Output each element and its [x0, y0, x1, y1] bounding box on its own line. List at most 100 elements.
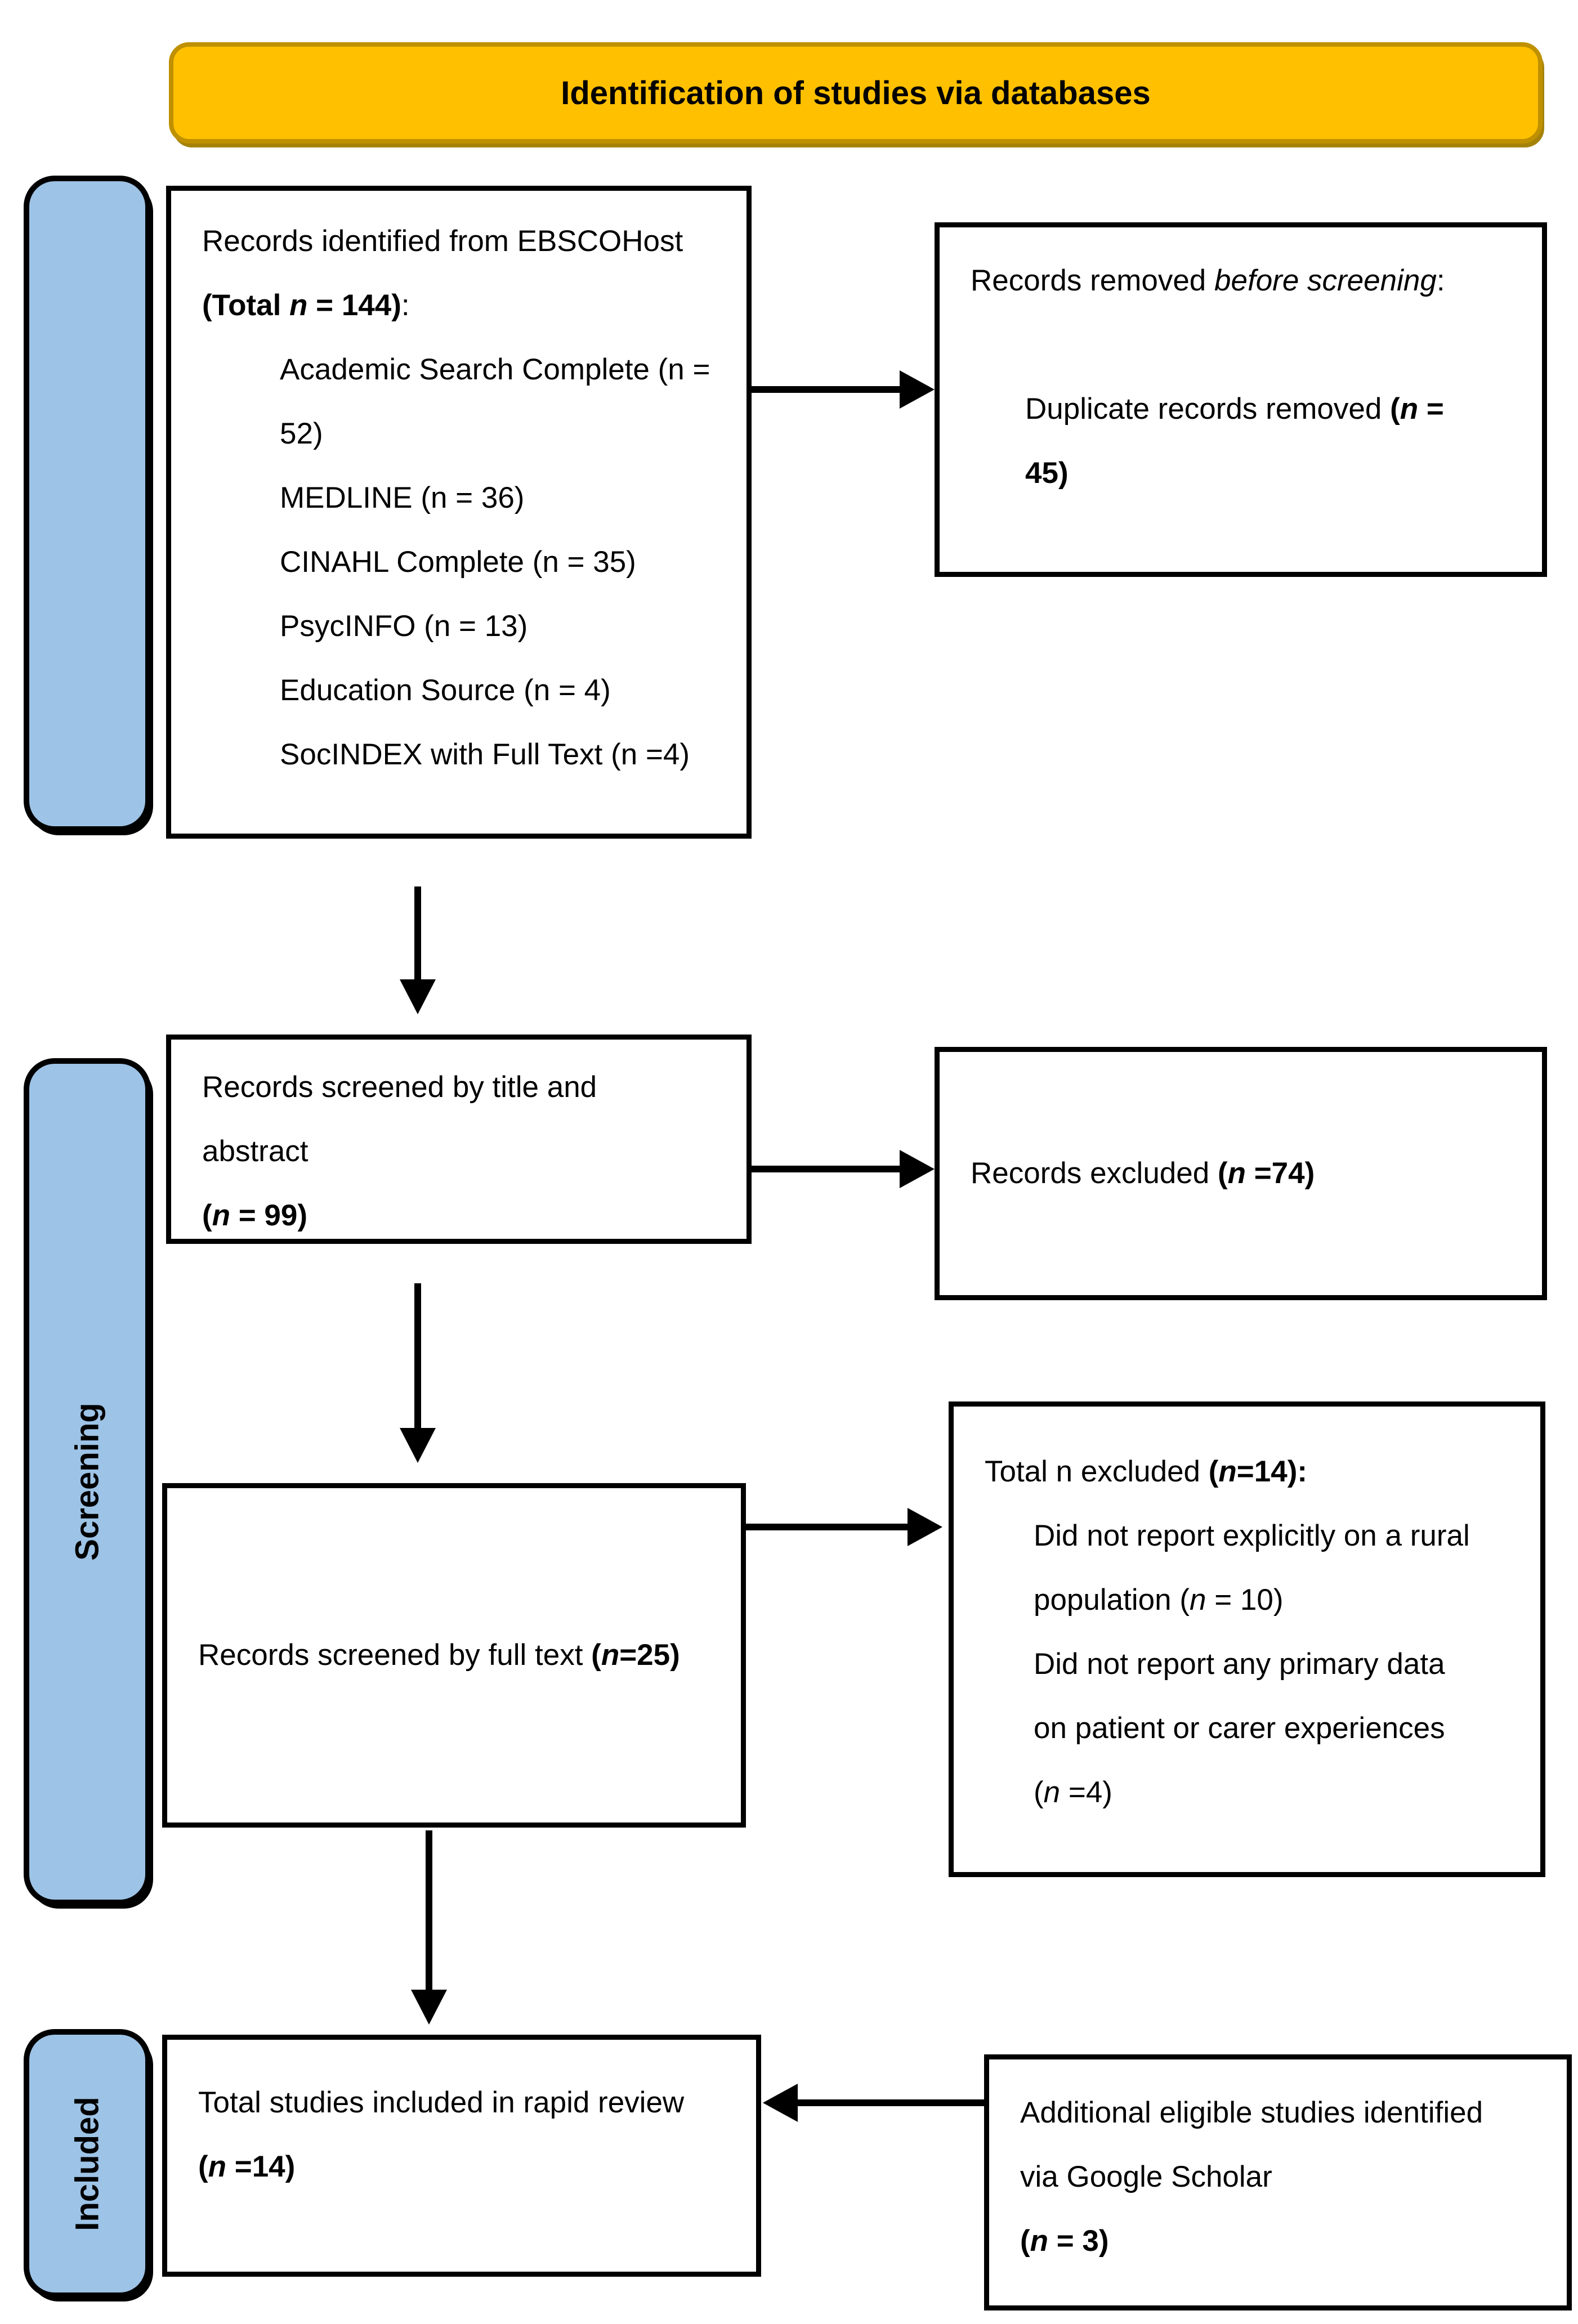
n-symbol: n [1043, 1776, 1061, 1809]
arrow-head [908, 1508, 942, 1546]
text-segment: Records excluded [971, 1157, 1218, 1190]
text-line: via Google Scholar [1020, 2145, 1555, 2209]
n-symbol: n [1400, 392, 1419, 426]
text-segment: ( [1208, 1455, 1219, 1488]
arrow-shaft [414, 1283, 421, 1431]
stage-included-bar: Included [24, 2029, 151, 2298]
text-segment: CINAHL Complete (n = 35) [280, 545, 636, 579]
text-line: abstract [202, 1120, 735, 1184]
text-segment: ( [1217, 1157, 1228, 1190]
text-line: (n = 3) [1020, 2209, 1555, 2273]
text-line: Records excluded (n =74) [971, 1141, 1315, 1206]
text-line: (Total n = 144): [202, 274, 735, 338]
text-line: Duplicate records removed (n = [1025, 377, 1531, 441]
banner: Identification of studies via databases [169, 42, 1543, 144]
arrow-shaft [752, 1166, 902, 1172]
text-line: (n = 99) [202, 1184, 735, 1248]
arrow-head [900, 370, 935, 409]
text-segment: : [401, 289, 410, 322]
text-segment: = 99) [230, 1199, 308, 1232]
stage-screening-label: Screening [69, 1403, 106, 1561]
arrow-head [411, 1990, 447, 2025]
text-segment: =25) [619, 1638, 680, 1672]
text-segment: Total n excluded [985, 1455, 1209, 1488]
text-segment: ( [1034, 1776, 1044, 1809]
box-records-excluded: Records excluded (n =74) [935, 1047, 1547, 1300]
text-segment: MEDLINE (n = 36) [280, 481, 525, 514]
text-segment: Academic Search Complete (n = [280, 353, 710, 386]
box-screened-title-abstract: Records screened by title and abstract (… [166, 1035, 752, 1244]
exclusion-reason: (n =4) [1034, 1761, 1529, 1825]
text-segment: before screening [1214, 264, 1437, 297]
stage-identification-bar [24, 176, 151, 832]
text-segment: (Total [202, 289, 290, 322]
box-screened-full-text: Records screened by full text (n=25) [162, 1483, 746, 1828]
banner-title: Identification of studies via databases [561, 74, 1151, 111]
exclusion-reason: population (n = 10) [1034, 1568, 1529, 1632]
database-item: Education Source (n = 4) [280, 659, 735, 723]
n-symbol: n [289, 289, 308, 322]
spacer-line [971, 313, 1531, 377]
text-line: Records screened by full text (n=25) [198, 1623, 680, 1687]
arrow-shaft [414, 886, 421, 982]
database-item: PsycINFO (n = 13) [280, 594, 735, 659]
arrow-shaft [798, 2099, 984, 2106]
text-line: Total studies included in rapid review [198, 2071, 745, 2135]
text-line: Records screened by title and [202, 1055, 735, 1120]
text-line: Records identified from EBSCOHost [202, 209, 735, 274]
text-segment: Did not report any primary data [1034, 1647, 1445, 1681]
arrow-shaft [746, 1524, 909, 1530]
text-segment: ( [1390, 392, 1400, 426]
box-google-scholar: Additional eligible studies identified v… [984, 2054, 1572, 2310]
text-segment: Duplicate records removed [1025, 392, 1391, 426]
text-line: Total n excluded (n=14): [985, 1440, 1529, 1504]
text-segment: Additional eligible studies identified [1020, 2096, 1483, 2129]
text-segment: =4) [1060, 1776, 1112, 1809]
exclusion-reason: Did not report explicitly on a rural [1034, 1504, 1529, 1568]
text-segment: ( [198, 2150, 208, 2183]
database-item: 52) [280, 402, 735, 466]
text-segment: ( [591, 1638, 601, 1672]
exclusion-reason: Did not report any primary data [1034, 1632, 1529, 1696]
n-symbol: n [1030, 2224, 1049, 2258]
text-segment: via Google Scholar [1020, 2160, 1272, 2193]
text-segment: SocINDEX with Full Text (n =4) [280, 738, 690, 771]
arrow-shaft [752, 386, 902, 393]
arrow-head [763, 2084, 798, 2122]
stage-screening-bar: Screening [24, 1058, 151, 1905]
text-segment: Records identified from EBSCOHost [202, 225, 683, 258]
text-segment: PsycINFO (n = 13) [280, 610, 528, 643]
text-line: (n =14) [198, 2135, 745, 2199]
text-segment: ( [1020, 2224, 1030, 2258]
text-segment: Education Source (n = 4) [280, 674, 611, 707]
text-segment: Records screened by full text [198, 1638, 592, 1672]
box-total-included: Total studies included in rapid review (… [162, 2035, 761, 2277]
text-line: Additional eligible studies identified [1020, 2081, 1555, 2145]
n-symbol: n [1218, 1455, 1237, 1488]
database-item: MEDLINE (n = 36) [280, 466, 735, 530]
text-segment: : [1436, 264, 1445, 297]
arrow-shaft [426, 1830, 432, 1992]
text-segment: on patient or carer experiences [1034, 1712, 1445, 1745]
text-segment: population ( [1034, 1583, 1190, 1616]
stage-included-label: Included [69, 2096, 106, 2231]
text-segment: Records removed [971, 264, 1215, 297]
text-line: Records removed before screening: [971, 249, 1531, 313]
n-symbol: n [208, 2150, 227, 2183]
database-item: SocINDEX with Full Text (n =4) [280, 723, 735, 787]
n-symbol: n [1189, 1583, 1206, 1616]
box-records-identified: Records identified from EBSCOHost (Total… [166, 186, 752, 839]
text-segment: ( [202, 1199, 212, 1232]
text-segment: = 144) [307, 289, 401, 322]
text-segment: Did not report explicitly on a rural [1034, 1519, 1470, 1552]
exclusion-reason: on patient or carer experiences [1034, 1696, 1529, 1761]
arrow-head [400, 979, 436, 1014]
box-total-excluded: Total n excluded (n=14): Did not report … [949, 1401, 1545, 1877]
arrow-head [400, 1428, 436, 1463]
box-records-removed: Records removed before screening: Duplic… [935, 222, 1547, 577]
text-segment: =14): [1236, 1455, 1307, 1488]
text-segment: =14) [226, 2150, 296, 2183]
database-item: Academic Search Complete (n = [280, 338, 735, 402]
text-line: 45) [1025, 441, 1531, 505]
text-segment: = [1418, 392, 1444, 426]
